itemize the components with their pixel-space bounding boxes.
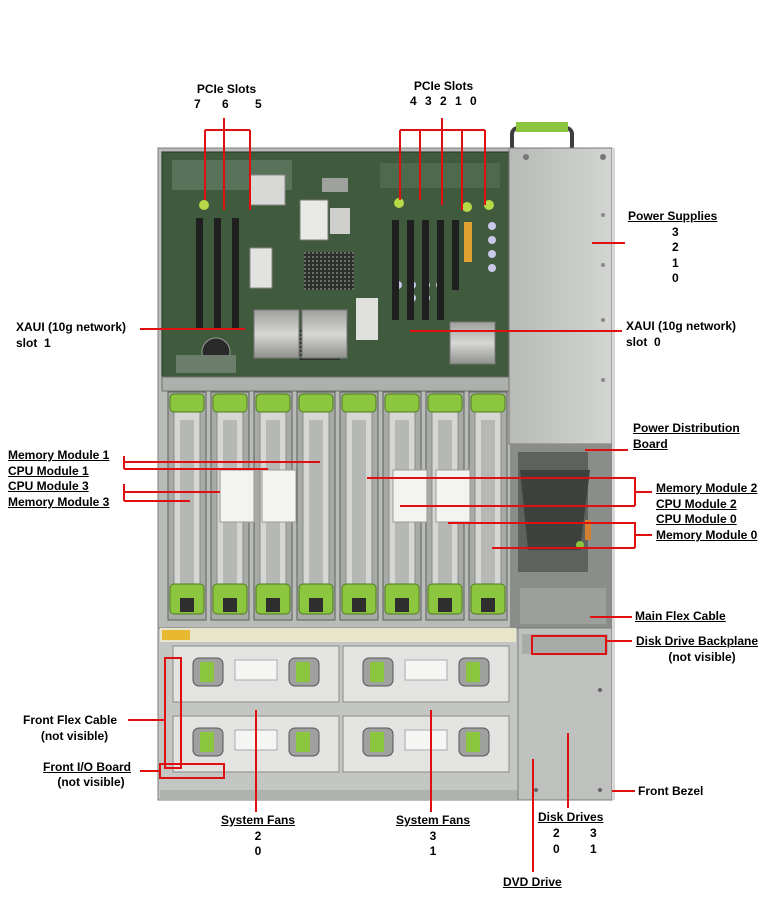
module-card [167, 391, 207, 621]
pcie-slots-right-title: PCIe Slots [413, 79, 474, 93]
xaui-slot0-sub: slot 0 [626, 335, 661, 349]
power-supply-number: 3 [672, 225, 679, 239]
pcie-slot-number: 0 [470, 94, 477, 108]
pcie-slots-left-title: PCIe Slots [196, 82, 257, 96]
xaui-slot0-label: XAUI (10g network) [626, 319, 737, 333]
disk-backplane-label: Disk Drive Backplane [636, 634, 759, 648]
pcie-slot-number: 7 [194, 97, 201, 111]
pcie-slot-number: 1 [455, 94, 462, 108]
system-fans-right-number: 3 [429, 829, 437, 843]
system-fans-left-number: 0 [254, 844, 262, 858]
cpu-module-1-label: CPU Module 1 [8, 464, 89, 478]
disk-drive-number: 3 [590, 826, 597, 840]
system-fans-right-title: System Fans [395, 813, 471, 827]
fan-module [172, 645, 340, 703]
front-bezel-label: Front Bezel [638, 784, 704, 798]
fan-module [342, 715, 510, 773]
pcie-slots-right [392, 220, 459, 320]
pcie-slots-left [196, 218, 239, 328]
system-fans-left-number: 2 [254, 829, 262, 843]
fan-module [342, 645, 510, 703]
power-supply-unit [508, 122, 613, 445]
power-supply-number: 1 [672, 256, 679, 270]
memory-module-3-label: Memory Module 3 [8, 495, 110, 509]
module-card [296, 391, 336, 621]
pcie-slot-number: 6 [222, 97, 229, 111]
power-distribution-sub: Board [633, 437, 668, 451]
pcie-slot-number: 2 [440, 94, 447, 108]
cpu-module-3-label: CPU Module 3 [8, 479, 89, 493]
heatsinks [253, 309, 496, 365]
disk-backplane-sub: (not visible) [668, 650, 736, 664]
power-supplies-title: Power Supplies [628, 209, 718, 223]
pcie-slot-number: 3 [425, 94, 432, 108]
power-distribution-area [510, 444, 612, 628]
main-flex-cable-label: Main Flex Cable [635, 609, 726, 623]
system-fans-right-number: 1 [429, 844, 437, 858]
module-label-sticker [261, 469, 297, 523]
pcie-slot-number: 4 [410, 94, 417, 108]
power-supply-number: 0 [672, 271, 679, 285]
front-flex-cable-label: Front Flex Cable [23, 713, 118, 727]
callout-lines [123, 118, 652, 872]
memory-module-0-label: Memory Module 0 [656, 528, 758, 542]
disk-drive-number: 1 [590, 842, 597, 856]
xaui-slot1-label: XAUI (10g network) [16, 320, 127, 334]
power-distribution-label: Power Distribution [633, 421, 740, 435]
front-io-board-sub: (not visible) [57, 775, 125, 789]
module-retainer-bar [161, 376, 511, 392]
module-card [339, 391, 379, 621]
cpu-memory-modules [167, 391, 508, 621]
system-fans-left-title: System Fans [220, 813, 296, 827]
front-io-board-label: Front I/O Board [43, 760, 131, 774]
xaui-slot1-sub: slot 1 [16, 336, 51, 350]
pcie-slot-number: 5 [255, 97, 262, 111]
disk-drives-title: Disk Drives [538, 810, 604, 824]
dvd-drive-label: DVD Drive [503, 875, 562, 889]
module-label-sticker [219, 469, 255, 523]
cpu-module-2-label: CPU Module 2 [656, 497, 737, 511]
power-supply-number: 2 [672, 240, 679, 254]
cpu-module-0-label: CPU Module 0 [656, 512, 737, 526]
disk-drive-number: 0 [553, 842, 560, 856]
memory-module-1-label: Memory Module 1 [8, 448, 110, 462]
disk-drive-number: 2 [553, 826, 560, 840]
memory-module-2-label: Memory Module 2 [656, 481, 758, 495]
front-flex-cable-sub: (not visible) [40, 729, 109, 743]
